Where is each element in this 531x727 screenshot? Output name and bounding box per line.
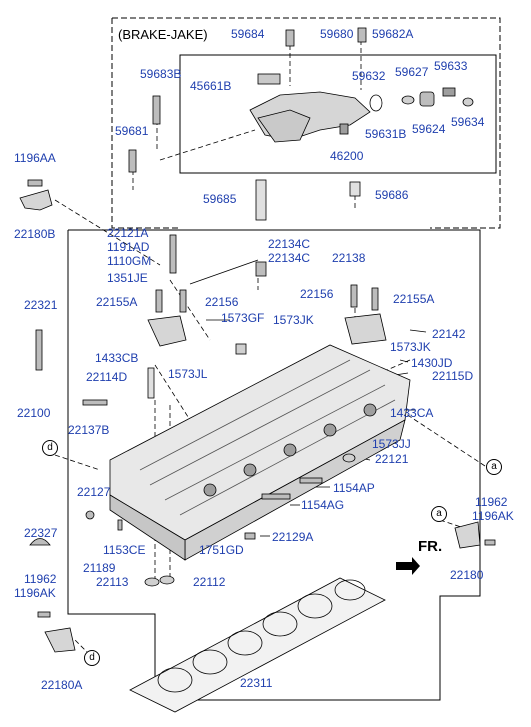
part-label-59680[interactable]: 59680 [320, 27, 354, 41]
part-label-1154AG[interactable]: 1154AG [301, 498, 345, 512]
part-label-1573JK-lower[interactable]: 1573JK [390, 340, 431, 354]
part-label-1573JL[interactable]: 1573JL [168, 367, 208, 381]
part-label-59682A[interactable]: 59682A [372, 27, 414, 41]
part-label-22114D[interactable]: 22114D [86, 370, 128, 384]
part-label-59634[interactable]: 59634 [451, 115, 485, 129]
part-label-11962-left[interactable]: 11962 [24, 572, 57, 586]
front-direction-label: FR. [418, 538, 443, 555]
part-label-59681[interactable]: 59681 [115, 124, 149, 138]
part-label-22115D[interactable]: 22115D [432, 369, 474, 383]
part-label-22142[interactable]: 22142 [432, 327, 466, 341]
part-label-1751GD[interactable]: 1751GD [199, 543, 244, 557]
part-label-22129A[interactable]: 22129A [272, 530, 314, 544]
part-label-59631B[interactable]: 59631B [365, 127, 407, 141]
part-label-22180A[interactable]: 22180A [41, 678, 83, 692]
callout-a-right: a [486, 459, 502, 475]
part-label-1430JD[interactable]: 1430JD [411, 356, 453, 370]
front-direction-arrow [396, 557, 420, 575]
part-label-22134C-upper[interactable]: 22134C [268, 237, 311, 251]
part-label-1433CB[interactable]: 1433CB [95, 351, 139, 365]
callout-d-left: d [42, 440, 58, 456]
part-label-22100[interactable]: 22100 [17, 406, 51, 420]
part-label-59684[interactable]: 59684 [231, 27, 265, 41]
part-label-22180[interactable]: 22180 [450, 568, 484, 582]
part-label-1433CA[interactable]: 1433CA [390, 406, 434, 420]
part-label-1573JK-upper[interactable]: 1573JK [273, 313, 314, 327]
part-label-22180B[interactable]: 22180B [14, 227, 56, 241]
part-label-1196AA[interactable]: 1196AA [14, 151, 56, 165]
part-label-22134C-lower[interactable]: 22134C [268, 251, 311, 265]
part-label-59685[interactable]: 59685 [203, 192, 237, 206]
part-label-21189[interactable]: 21189 [83, 561, 116, 575]
part-label-22327[interactable]: 22327 [24, 526, 58, 540]
part-label-59633[interactable]: 59633 [434, 59, 468, 73]
part-label-46200[interactable]: 46200 [330, 149, 364, 163]
part-label-1110GM[interactable]: 1110GM [107, 254, 152, 268]
part-label-1351JE[interactable]: 1351JE [107, 271, 148, 285]
part-label-1154AP[interactable]: 1154AP [333, 481, 375, 495]
part-label-22121A[interactable]: 22121A [107, 226, 149, 240]
callout-d-lower: d [84, 650, 100, 666]
part-label-1153CE[interactable]: 1153CE [103, 543, 146, 557]
callout-a-lower: a [431, 506, 447, 522]
part-label-45661B[interactable]: 45661B [190, 79, 232, 93]
part-label-22138[interactable]: 22138 [332, 251, 366, 265]
part-label-22127[interactable]: 22127 [77, 485, 111, 499]
part-label-59624[interactable]: 59624 [412, 122, 446, 136]
part-label-22113[interactable]: 22113 [96, 575, 129, 589]
part-label-22121[interactable]: 22121 [375, 452, 409, 466]
cylinder-head-frame [67, 229, 481, 701]
part-label-59686[interactable]: 59686 [375, 188, 409, 202]
part-label-22321[interactable]: 22321 [24, 298, 58, 312]
part-label-1196AK-left[interactable]: 1196AK [14, 586, 56, 600]
brake-jake-dashed-frame [112, 17, 501, 229]
part-label-59627[interactable]: 59627 [395, 65, 429, 79]
brake-jake-inner-box [179, 54, 497, 174]
part-label-22112[interactable]: 22112 [193, 575, 226, 589]
part-label-11962-right[interactable]: 11962 [475, 495, 508, 509]
section-title: (BRAKE-JAKE) [118, 27, 208, 42]
part-label-59683B[interactable]: 59683B [140, 67, 182, 81]
part-label-22311[interactable]: 22311 [240, 676, 273, 690]
part-label-1196AK-right[interactable]: 1196AK [472, 509, 514, 523]
part-label-1573JJ[interactable]: 1573JJ [372, 437, 411, 451]
part-label-22137B[interactable]: 22137B [68, 423, 110, 437]
part-label-22156-left[interactable]: 22156 [205, 295, 239, 309]
part-label-22155A-right[interactable]: 22155A [393, 292, 435, 306]
part-label-1191AD[interactable]: 1191AD [107, 240, 150, 254]
part-label-1573GF[interactable]: 1573GF [221, 311, 265, 325]
part-label-22156-right[interactable]: 22156 [300, 287, 334, 301]
part-label-22155A-left[interactable]: 22155A [96, 295, 138, 309]
part-label-59632[interactable]: 59632 [352, 69, 386, 83]
